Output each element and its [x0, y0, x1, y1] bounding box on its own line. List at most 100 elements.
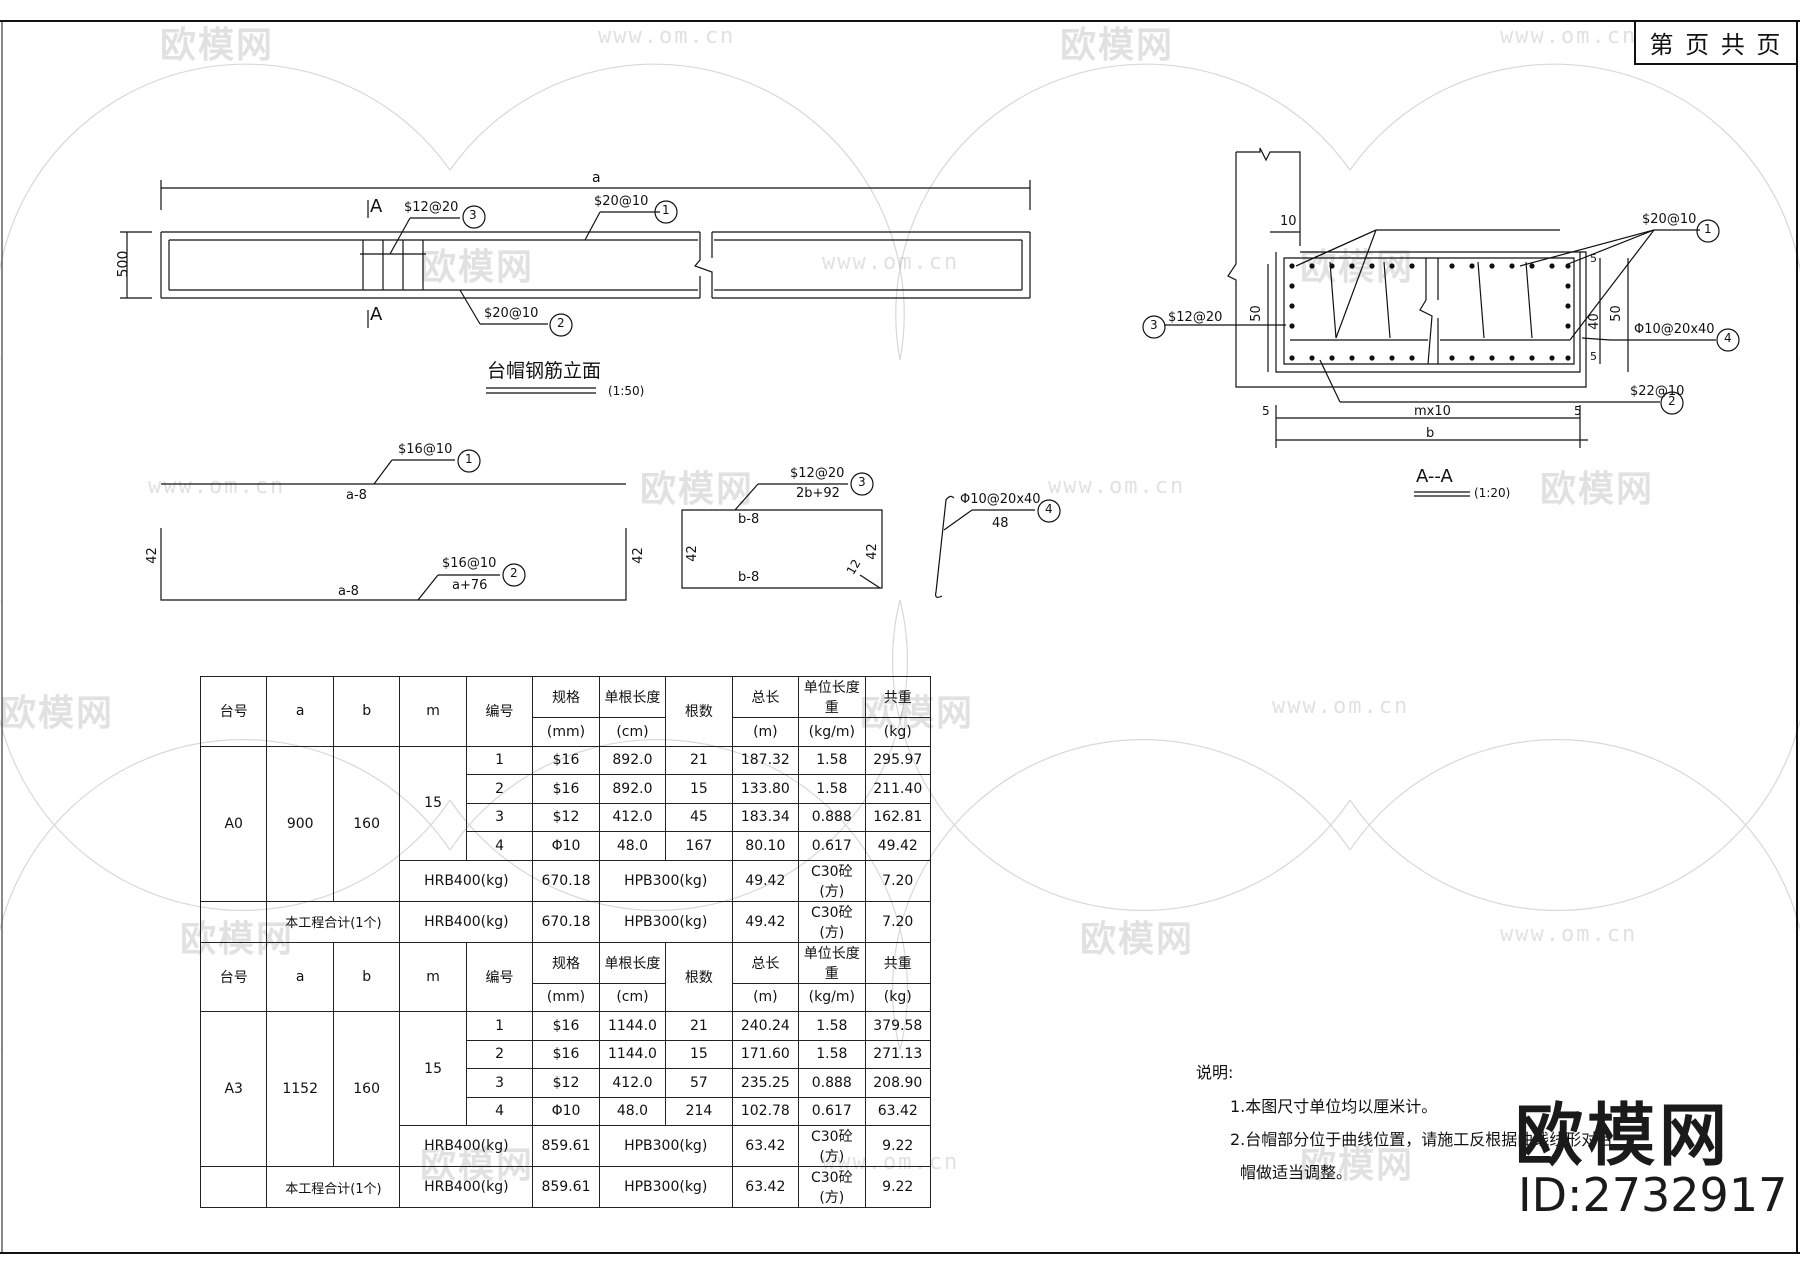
table-cell: $16: [532, 1039, 600, 1069]
unit-cell: (m): [731, 717, 800, 747]
watermark-url: www.om.cn: [1048, 474, 1186, 499]
unit-cell: (mm): [532, 717, 600, 747]
unit-cell: (cm): [598, 717, 667, 747]
sum-cell: C30砼(方): [798, 1125, 866, 1167]
table-cell: 4: [465, 1096, 534, 1126]
table-cell: 183.34: [731, 802, 800, 832]
note-line-2: 2.台帽部分位于曲线位置，请施工反根据曲线线形对台: [1230, 1130, 1614, 1149]
sec-dim-5-bot: 5: [1590, 350, 1597, 363]
sec-dim-5-right: 5: [1574, 404, 1582, 418]
table-total-row: 本工程合计(1个) HRB400(kg) 859.61 HPB300(kg) 6…: [199, 1166, 932, 1208]
table-total-row: 本工程合计(1个) HRB400(kg) 670.18 HPB300(kg) 4…: [199, 900, 932, 943]
bar2-bottom-dim: a-8: [338, 584, 359, 599]
table-cell: 1: [465, 1011, 534, 1041]
sec-dim-5-left: 5: [1262, 404, 1270, 418]
unit-cell: (kg): [864, 982, 932, 1012]
table-cell: 2: [465, 774, 534, 804]
table-cell: 892.0: [598, 745, 667, 775]
sec-dim-10: 10: [1280, 214, 1297, 229]
unit-cell: (mm): [532, 982, 600, 1012]
section-mark-top: A: [370, 196, 383, 217]
header-cell: 总长: [731, 676, 800, 718]
table-cell: 271.13: [864, 1039, 932, 1069]
table-cell: 214: [665, 1096, 733, 1126]
table-cell: Φ10: [532, 1096, 600, 1126]
watermark-brand: 欧模网: [1060, 25, 1175, 66]
bar3-length: 2b+92: [796, 486, 840, 501]
header-cell: 根数: [665, 676, 733, 747]
header-cell: 总长: [731, 941, 800, 984]
elev-label-1: $20@10: [594, 194, 649, 209]
table-header-row: 台号 a b m 编号 规格 单根长度 根数 总长 单位长度重 共重: [199, 941, 932, 1012]
rebar-quantity-table: 台号 a b m 编号 规格 单根长度 根数 总长 单位长度重 共重 (mm) …: [199, 676, 932, 1208]
table-cell: 49.42: [864, 831, 932, 861]
table-cell: 48.0: [598, 831, 667, 861]
table-cell: 15: [665, 774, 733, 804]
unit-cell: (cm): [598, 982, 667, 1012]
total-blank-cell: [199, 900, 268, 943]
table-row: A0 900 160 15 1 $16 892.0 21 187.32 1.58…: [199, 745, 932, 902]
header-cell: 编号: [465, 941, 534, 1012]
header-cell: 编号: [465, 676, 534, 747]
elevation-scale: (1:50): [608, 384, 645, 398]
sec-tag-4: 4: [1724, 331, 1732, 345]
table-cell: 4: [465, 831, 534, 861]
sec-dim-50-right: 50: [1608, 305, 1624, 322]
sum-cell: HPB300(kg): [598, 1125, 733, 1167]
elev-tag-3: 3: [469, 208, 477, 222]
bar3-tag: 3: [858, 475, 866, 489]
header-cell: b: [332, 941, 401, 1012]
total-cell: HPB300(kg): [598, 900, 733, 943]
table-cell: 3: [465, 802, 534, 832]
group-m-cell: 15: [399, 745, 467, 861]
page-number-box: 第 页 共 页: [1634, 21, 1798, 65]
bar3-label: $12@20: [790, 466, 845, 481]
brand-id-text: ID:2732917: [1518, 1168, 1788, 1222]
sum-cell: 859.61: [532, 1125, 600, 1167]
table-header-row: (mm) (cm) (m) (kg/m) (kg): [201, 982, 932, 1012]
elev-label-3: $12@20: [404, 200, 459, 215]
header-cell: 规格: [532, 676, 600, 718]
sum-cell: 7.20: [864, 859, 932, 902]
sec-dim-5-top: 5: [1590, 252, 1597, 265]
elevation-title: 台帽钢筋立面: [487, 360, 602, 382]
header-cell: a: [266, 941, 334, 1012]
watermark-url: www.om.cn: [1272, 694, 1410, 719]
watermark-brand: 欧模网: [1300, 1145, 1415, 1186]
table-row: 4 Φ10 48.0 214 102.78 0.617 63.42: [201, 1096, 932, 1126]
bar4-length: 48: [992, 516, 1009, 531]
sec-dim-50-left: 50: [1248, 305, 1264, 322]
header-cell: 规格: [532, 941, 600, 984]
group-m-cell: 15: [399, 1011, 467, 1126]
sec-label-3: $12@20: [1168, 310, 1223, 325]
notes-heading: 说明:: [1196, 1063, 1234, 1082]
section-mark-bottom: A: [370, 304, 383, 325]
header-cell: 共重: [864, 676, 932, 718]
watermark-url: www.om.cn: [822, 250, 960, 275]
table-cell: 102.78: [731, 1096, 800, 1126]
header-cell: 单位长度重: [798, 941, 866, 984]
total-cell: HPB300(kg): [598, 1166, 733, 1208]
table-body: 台号 a b m 编号 规格 单根长度 根数 总长 单位长度重 共重 (mm) …: [199, 676, 932, 1208]
sec-dim-b: b: [1426, 426, 1435, 441]
header-cell: 台号: [199, 676, 268, 747]
total-cell: HRB400(kg): [399, 1166, 534, 1208]
table-header-row: 台号 a b m 编号 规格 单根长度 根数 总长 单位长度重 共重: [199, 676, 932, 747]
header-cell: m: [399, 941, 467, 1012]
sum-cell: HPB300(kg): [598, 859, 733, 902]
header-cell: m: [399, 676, 467, 747]
note-line-1: 1.本图尺寸单位均以厘米计。: [1230, 1097, 1438, 1116]
sec-label-2: $22@10: [1630, 384, 1685, 399]
table-cell: 162.81: [864, 802, 932, 832]
bar1-tag: 1: [465, 452, 473, 466]
bar2-label: $16@10: [442, 556, 497, 571]
bar3-top-dim: b-8: [738, 512, 760, 527]
table-cell: 187.32: [731, 745, 800, 775]
table-cell: 80.10: [731, 831, 800, 861]
dim-a-label: a: [592, 170, 601, 186]
total-label-cell: 本工程合计(1个): [266, 1166, 401, 1208]
unit-cell: (kg/m): [798, 982, 866, 1012]
total-cell: C30砼(方): [798, 1166, 866, 1208]
header-cell: 共重: [864, 941, 932, 984]
